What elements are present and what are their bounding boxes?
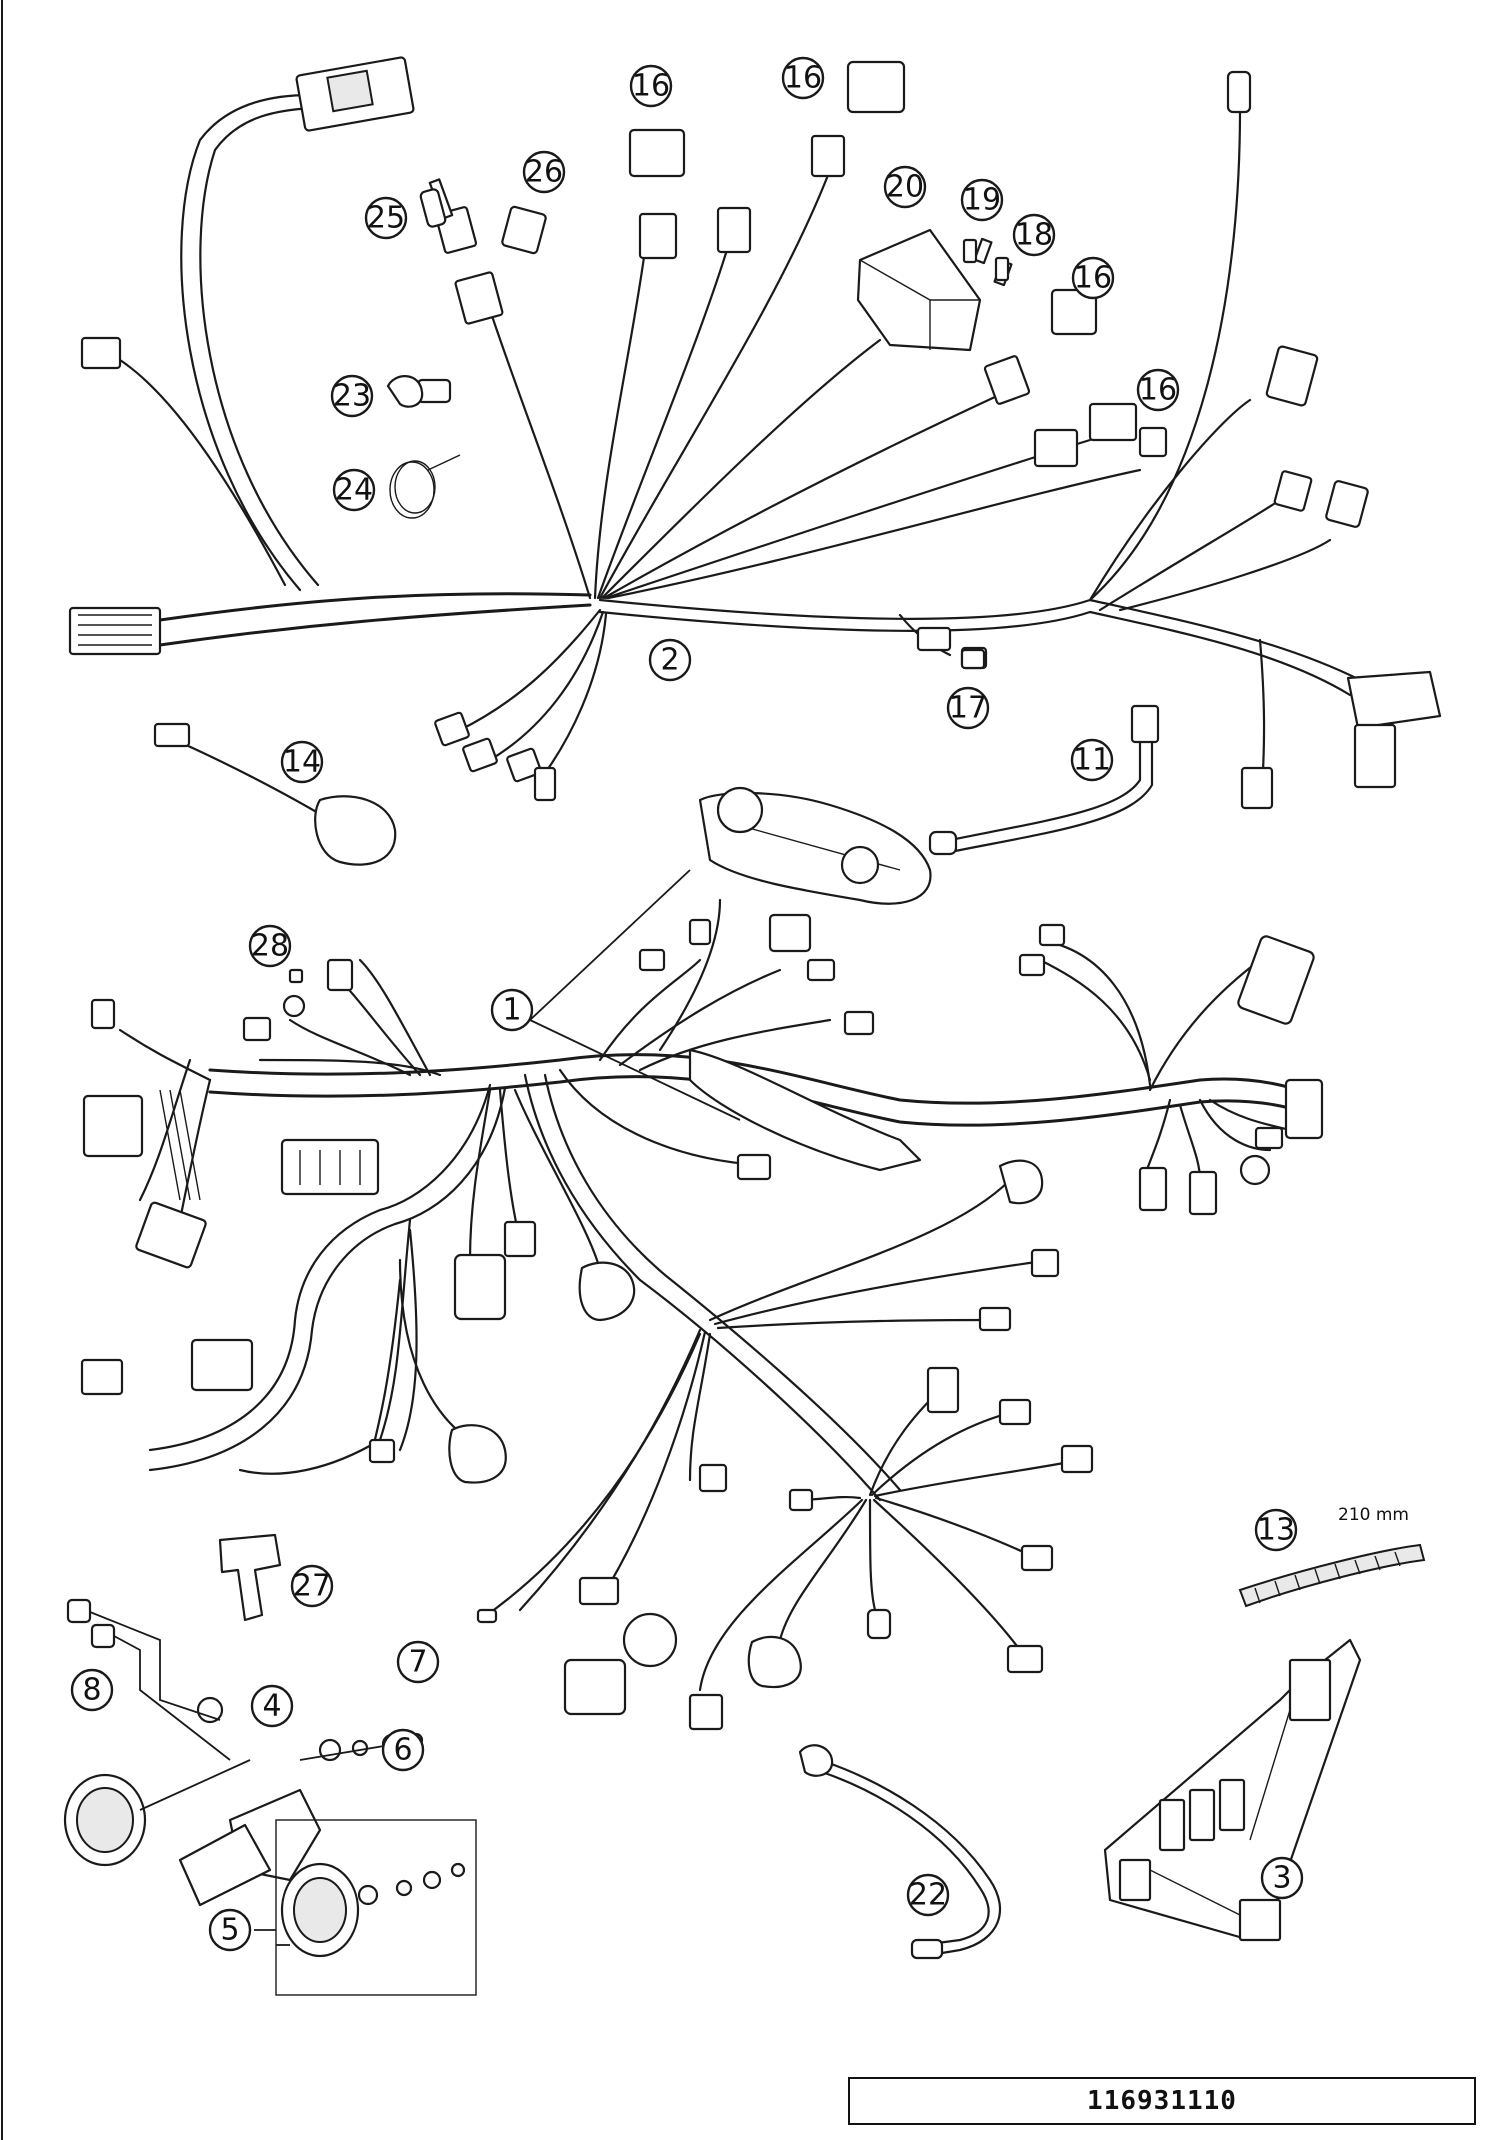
- drawing-number-box: 116931110: [848, 2077, 1476, 2125]
- callout-4-label: 4: [262, 1689, 281, 1724]
- callout-16-d: 16: [1136, 368, 1180, 412]
- callout-4: 4: [250, 1684, 294, 1728]
- callout-26: 26: [522, 150, 566, 194]
- callout-7: 7: [396, 1640, 440, 1684]
- callout-16-a: 16: [629, 64, 673, 108]
- callout-14-label: 14: [283, 745, 321, 780]
- callout-23-label: 23: [333, 379, 371, 414]
- small-loose-parts: [288, 188, 1010, 984]
- callout-17-label: 17: [949, 691, 987, 726]
- callout-19: 19: [960, 178, 1004, 222]
- callout-18: 18: [1012, 213, 1056, 257]
- callout-16d-label: 16: [1139, 373, 1177, 408]
- callout-8-label: 8: [82, 1673, 101, 1708]
- callout-13: 13: [1254, 1508, 1298, 1552]
- callout-1-leader: [511, 869, 691, 1029]
- callout-6: 6: [381, 1728, 425, 1772]
- callout-22: 22: [906, 1873, 950, 1917]
- callout-16-c: 16: [1071, 256, 1115, 300]
- part-14-sensor: [153, 722, 397, 866]
- callout-1: 1: [490, 988, 534, 1032]
- callout-6-label: 6: [393, 1733, 412, 1768]
- callout-27-label: 27: [293, 1569, 331, 1604]
- callout-16a-label: 16: [632, 69, 670, 104]
- callout-16c-label: 16: [1074, 261, 1112, 296]
- callout-3-label: 3: [1272, 1861, 1291, 1896]
- drawing-number: 116931110: [1087, 2086, 1237, 2116]
- part-3-bracket: [1103, 1638, 1362, 1942]
- callout-3: 3: [1260, 1856, 1304, 1900]
- callout-16b-label: 16: [784, 61, 822, 96]
- main-harness-connectors: [80, 786, 1324, 1731]
- upper-harness-2: [118, 93, 1362, 792]
- callout-8: 8: [70, 1668, 114, 1712]
- part-13-spiral-wrap: [1238, 1543, 1426, 1608]
- callout-24: 24: [332, 468, 376, 512]
- callout-22-label: 22: [909, 1878, 947, 1913]
- callout-27: 27: [290, 1564, 334, 1608]
- part-22-cable: [798, 1744, 1002, 1960]
- measure-label: 210 mm: [1338, 1505, 1409, 1525]
- callout-11: 11: [1070, 738, 1114, 782]
- upper-connectors: [68, 56, 1442, 810]
- callout-17: 17: [946, 686, 990, 730]
- callout-26-label: 26: [525, 155, 563, 190]
- callout-28: 28: [248, 924, 292, 968]
- part-11-cable: [928, 704, 1160, 856]
- callout-2-label: 2: [660, 643, 679, 678]
- callout-20-label: 20: [886, 170, 924, 205]
- callout-18-label: 18: [1015, 218, 1053, 253]
- callout-20: 20: [883, 165, 927, 209]
- callout-1-leader-b: [529, 1019, 741, 1121]
- callout-16-b: 16: [781, 56, 825, 100]
- callout-23: 23: [330, 374, 374, 418]
- callout-24-label: 24: [335, 473, 373, 508]
- callout-11-label: 11: [1073, 743, 1111, 778]
- callout-5: 5: [208, 1908, 252, 1952]
- callout-1-label: 1: [502, 993, 521, 1028]
- callout-2: 2: [648, 638, 692, 682]
- callout-7-label: 7: [408, 1645, 427, 1680]
- callout-14: 14: [280, 740, 324, 784]
- callout-25: 25: [364, 196, 408, 240]
- callout-28-label: 28: [251, 929, 289, 964]
- callout-13-label: 13: [1257, 1513, 1295, 1548]
- callout-5-label: 5: [220, 1913, 239, 1948]
- callouts: [276, 869, 741, 1946]
- callout-25-label: 25: [367, 201, 405, 236]
- part-27-bracket: [218, 1533, 282, 1622]
- callout-19-label: 19: [963, 183, 1001, 218]
